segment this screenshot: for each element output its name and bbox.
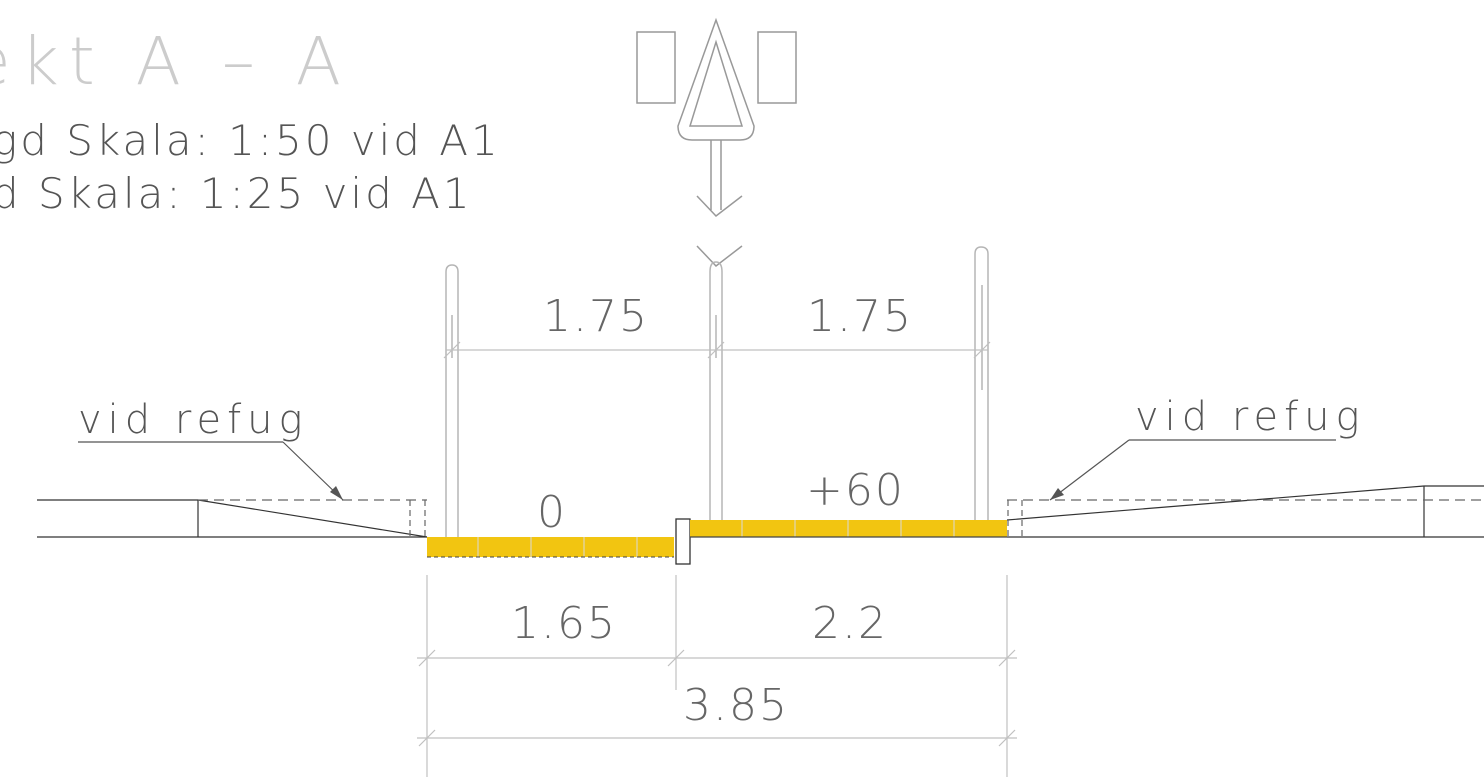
curb-edge [675, 518, 691, 565]
pole-right [974, 246, 989, 520]
note-left-label: vid refug [78, 397, 309, 443]
level-right: +60 [806, 465, 905, 516]
level-left: 0 [537, 487, 567, 538]
sign-triangle-outer [677, 17, 755, 141]
section-title: ekt A – A [0, 23, 351, 100]
sign-panel-left [636, 31, 676, 104]
dim-upper-right: 1.75 [807, 291, 913, 342]
triangle-sign-with-panels-icon [636, 17, 797, 141]
dim-total: 3.85 [683, 680, 789, 731]
sign-triangle-inner [688, 39, 744, 127]
upper-dimension [443, 341, 991, 359]
poles [445, 246, 989, 537]
platform-left [427, 537, 674, 558]
dim-lower-left: 1.65 [511, 598, 617, 649]
scale-line-2: d Skala: 1:25 vid A1 [0, 169, 473, 218]
note-right-label: vid refug [1135, 394, 1366, 440]
title-block: ekt A – A gd Skala: 1:50 vid A1 d Skala:… [0, 23, 501, 218]
note-right: vid refug [1049, 394, 1366, 501]
ground-lines [37, 485, 1484, 538]
pole-left [445, 264, 459, 537]
platform-right [690, 520, 1007, 538]
pole-center [709, 261, 723, 520]
dim-upper-left: 1.75 [543, 291, 649, 342]
lower-dimensions [417, 575, 1017, 777]
scale-line-1: gd Skala: 1:50 vid A1 [0, 116, 501, 165]
down-arrow-icon [696, 140, 743, 268]
sign-panel-right [757, 31, 797, 104]
dim-lower-right: 2.2 [812, 598, 888, 649]
note-left: vid refug [78, 397, 344, 501]
